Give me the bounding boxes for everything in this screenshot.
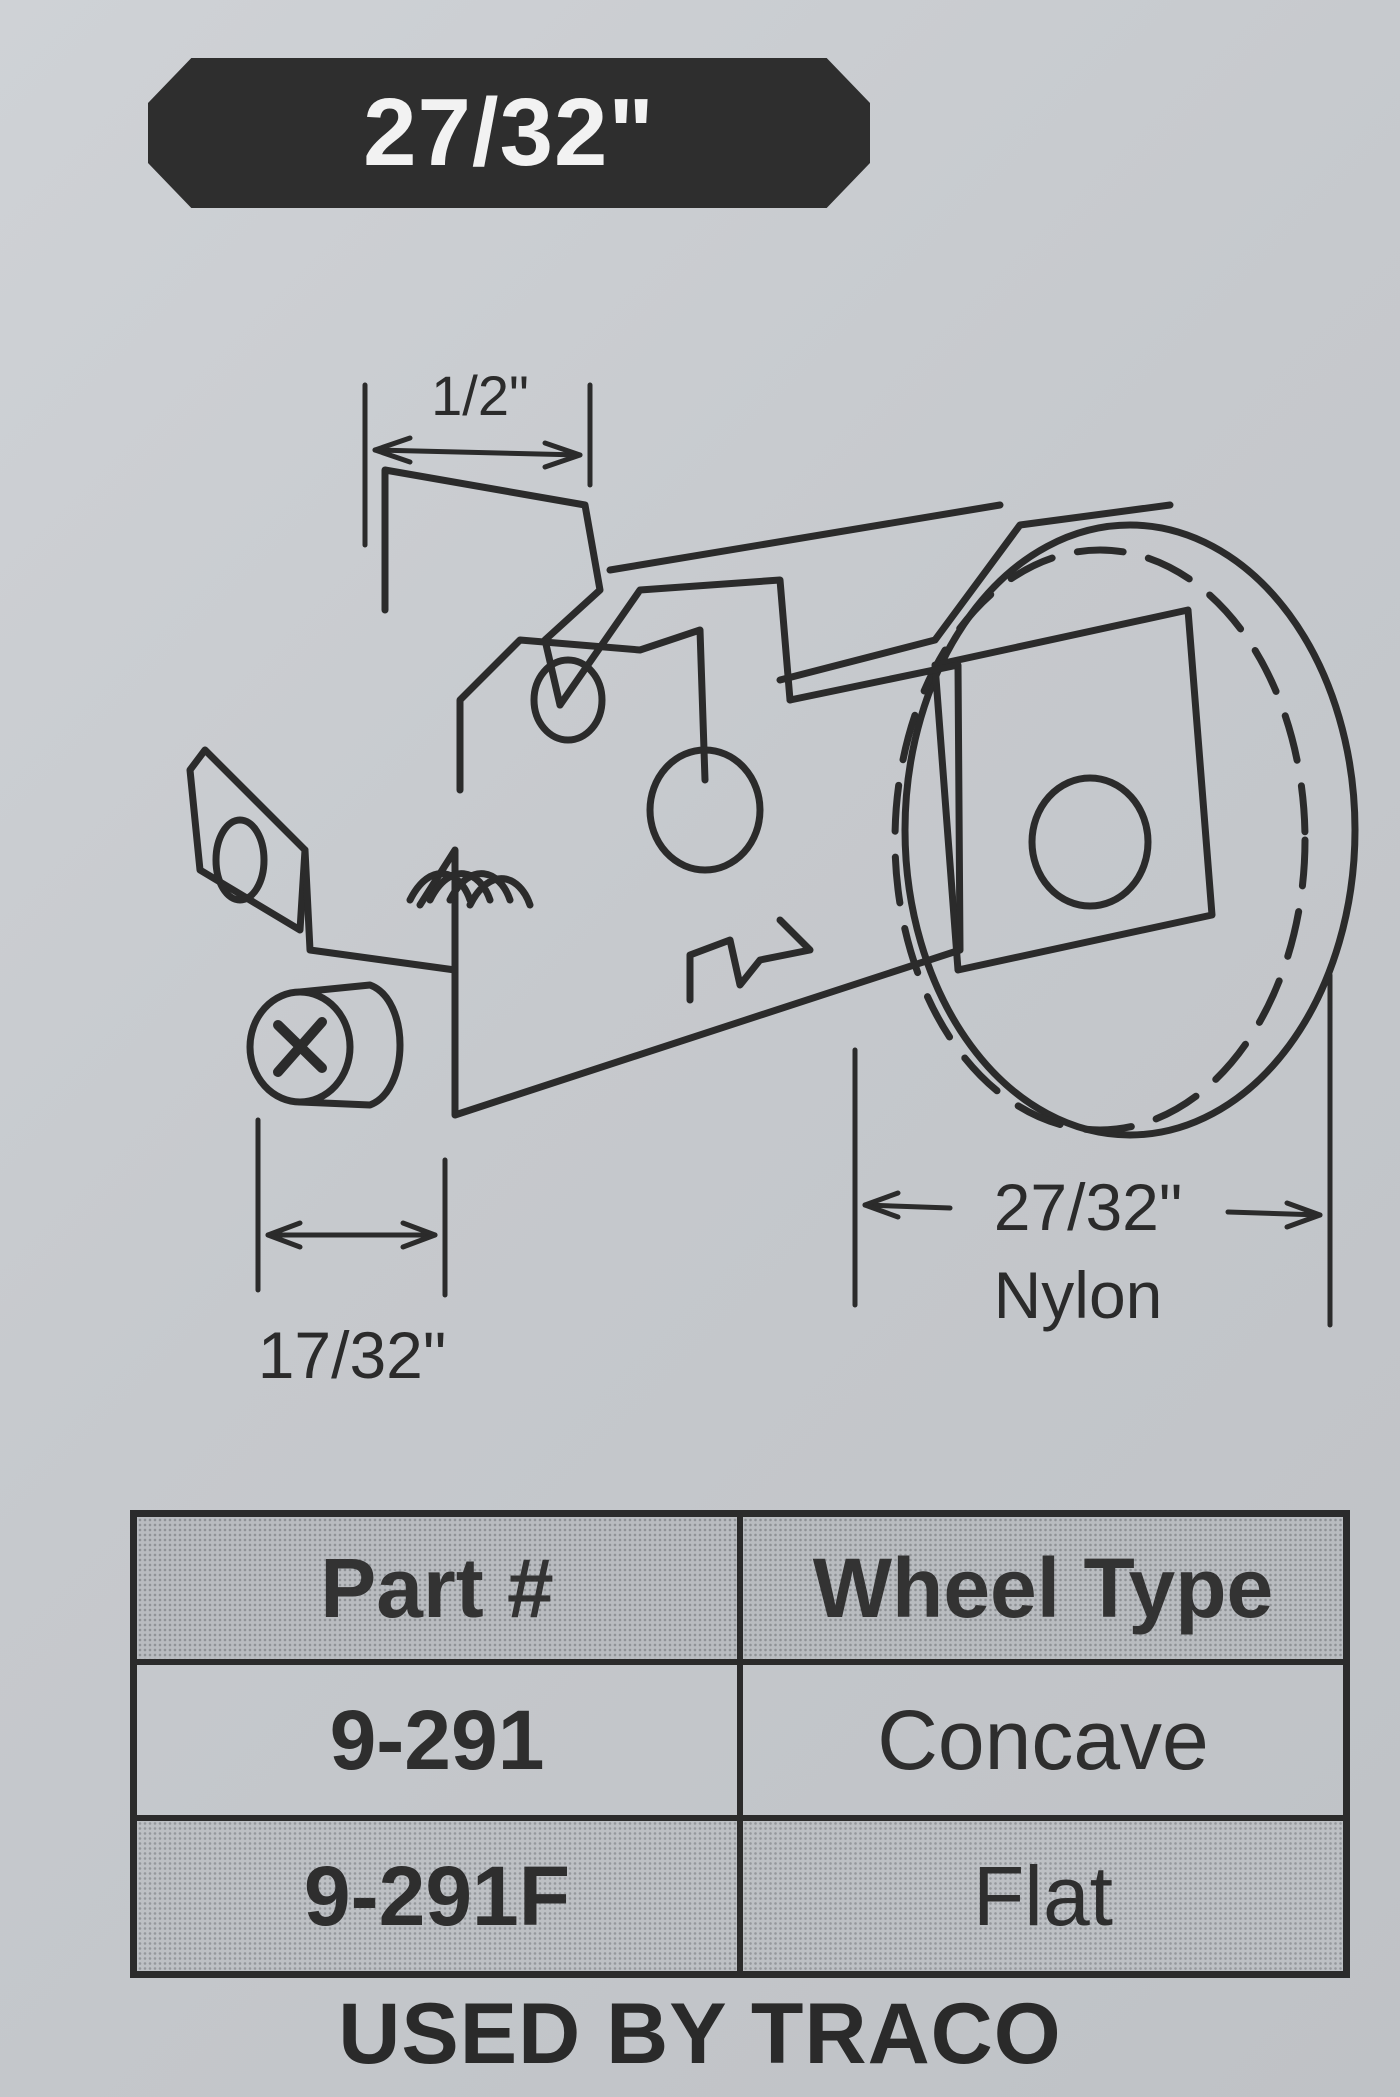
wheel-type-cell: Flat xyxy=(737,1815,1350,1978)
screw-cross-slot xyxy=(273,1017,327,1077)
dimension-lines xyxy=(255,382,1333,1328)
header-part-number: Part # xyxy=(130,1510,743,1665)
housing-axle-hole xyxy=(646,746,764,874)
dim-label-screw-offset: 17/32" xyxy=(258,1318,447,1392)
table-header-row: Part # Wheel Type xyxy=(130,1510,1350,1665)
adjust-notch xyxy=(686,916,814,1004)
footer-note: USED BY TRACO xyxy=(338,1986,1062,2082)
part-number-cell: 9-291 xyxy=(130,1659,743,1821)
housing-top-edge xyxy=(776,501,1174,684)
part-number-cell: 9-291F xyxy=(130,1815,743,1978)
adjust-screw-body xyxy=(296,981,404,1109)
wheel-inner-rim xyxy=(891,546,1309,1134)
wheel-side-plate xyxy=(931,606,1216,974)
table-row: 9-291 Concave xyxy=(130,1659,1350,1821)
left-flange xyxy=(186,746,309,934)
parts-table: Part # Wheel Type 9-291 Concave 9-291F F… xyxy=(130,1510,1350,1978)
roller-housing-illustration xyxy=(186,466,1359,1139)
header-wheel-type: Wheel Type xyxy=(737,1510,1350,1665)
spring xyxy=(406,870,534,909)
dim-label-top-width: 1/2" xyxy=(431,364,529,427)
upper-pin-hole xyxy=(530,656,606,744)
dim-label-wheel-diameter: 27/32" xyxy=(994,1170,1183,1244)
dim-label-wheel-material: Nylon xyxy=(994,1258,1163,1332)
inner-channel xyxy=(301,846,459,974)
nylon-wheel xyxy=(901,521,1359,1139)
table-row: 9-291F Flat xyxy=(130,1815,1350,1978)
size-badge-label: 27/32" xyxy=(363,79,655,186)
wheel-axle-hole xyxy=(1028,774,1152,910)
rear-tab xyxy=(381,466,604,709)
housing-side xyxy=(451,661,964,1119)
size-badge: 27/32" xyxy=(148,58,870,208)
flange-hole xyxy=(212,816,268,904)
front-upright xyxy=(456,626,709,794)
housing-back-edge xyxy=(606,501,1004,574)
wheel-type-cell: Concave xyxy=(737,1659,1350,1821)
